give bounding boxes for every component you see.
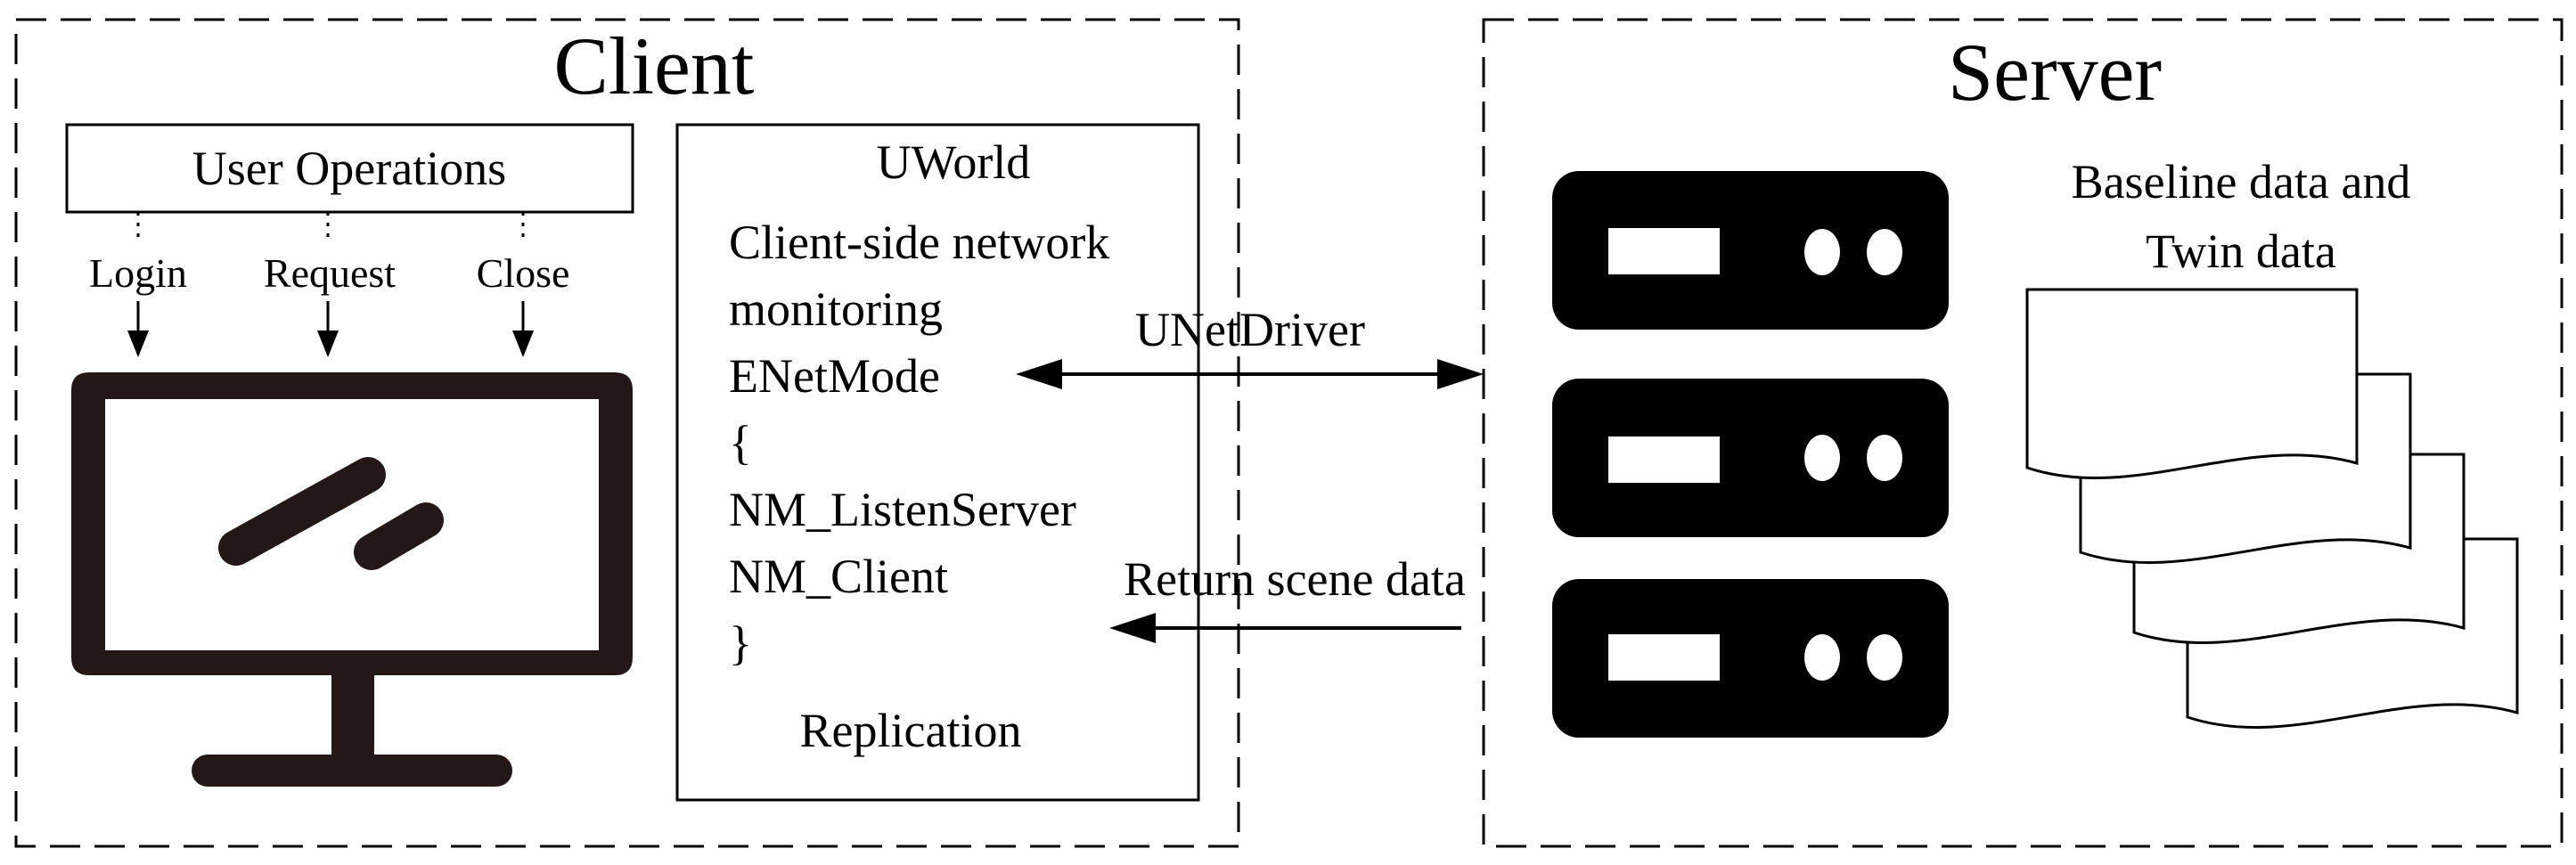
uworld-lines: Client-side network monitoring ENetMode … <box>729 216 1109 670</box>
uworld-box <box>675 123 1200 802</box>
uworld-line-5: NM_ListenServer <box>729 483 1076 536</box>
op-close-label: Close <box>477 250 570 296</box>
unetdriver-label: UNetDriver <box>1135 303 1365 356</box>
server-data-label-1: Baseline data and <box>2072 155 2411 208</box>
client-title: Client <box>554 20 755 111</box>
uworld-line-6: NM_Client <box>729 550 948 603</box>
return-scene-label: Return scene data <box>1124 552 1466 606</box>
server-panel <box>1482 18 2564 848</box>
server-title: Server <box>1948 27 2162 118</box>
operation-arrows <box>127 212 534 357</box>
uworld-line-7: } <box>729 616 752 670</box>
op-login-label: Login <box>89 250 187 296</box>
monitor-icon <box>71 372 633 787</box>
uworld-line-4: { <box>729 416 752 469</box>
uworld-title: UWorld <box>877 135 1031 189</box>
server-rack-icon <box>1552 171 1949 738</box>
op-request-label: Request <box>264 250 396 296</box>
uworld-line-2: monitoring <box>729 282 943 336</box>
user-operations-label: User Operations <box>192 142 506 195</box>
uworld-line-3: ENetMode <box>729 349 940 403</box>
uworld-line-1: Client-side network <box>729 216 1109 269</box>
documents-icon <box>2025 288 2519 729</box>
user-operations-box <box>65 123 634 214</box>
connection-arrows <box>1016 359 1484 643</box>
server-data-label-2: Twin data <box>2146 224 2336 278</box>
uworld-replication: Replication <box>800 704 1022 757</box>
